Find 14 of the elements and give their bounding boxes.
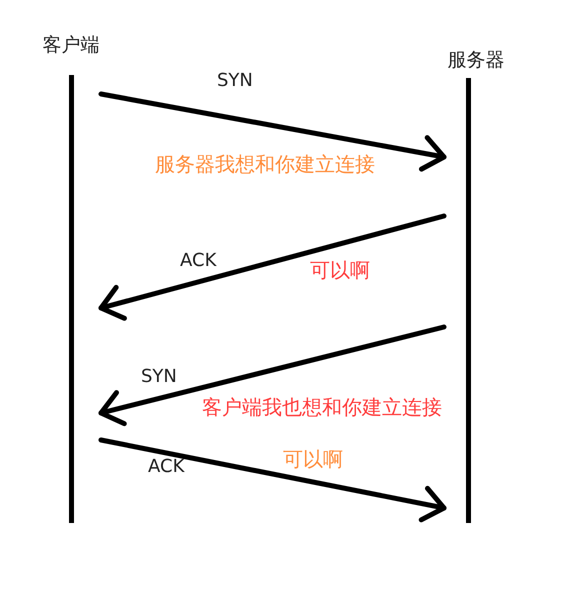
message-note: 可以啊 (310, 258, 370, 282)
lifeline-heading: 客户端 (42, 33, 100, 57)
arrow (98, 214, 446, 321)
edge-label: ACK (180, 250, 216, 272)
lifeline-heading: 服务器 (448, 48, 504, 72)
arrow (98, 324, 446, 426)
message-note: 可以啊 (283, 447, 343, 471)
message-note: 服务器我想和你建立连接 (155, 152, 375, 176)
message-note: 客户端我也想和你建立连接 (202, 395, 442, 419)
arrow (98, 92, 446, 172)
edge-label: SYN (217, 70, 253, 92)
edge-label: SYN (141, 366, 177, 388)
edge-label: ACK (148, 456, 184, 478)
arrow (98, 438, 446, 522)
